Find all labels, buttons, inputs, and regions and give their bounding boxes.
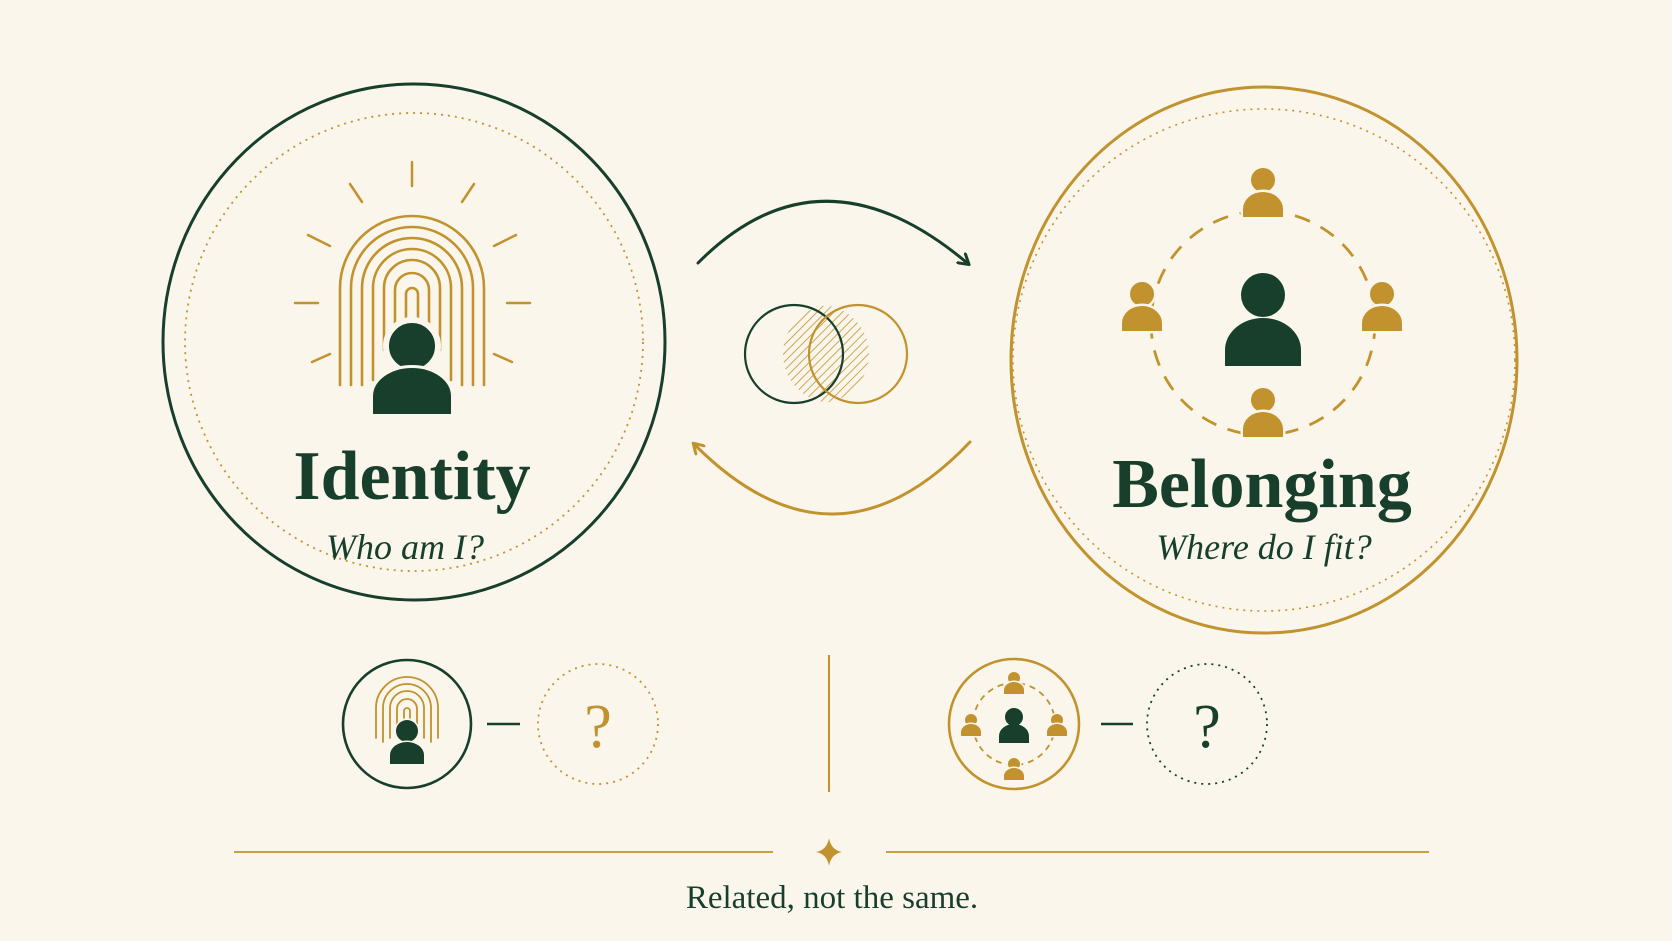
person-right-icon (1359, 279, 1405, 334)
footer-caption: Related, not the same. (686, 880, 978, 916)
identity-unknown-mark: ? (584, 693, 612, 761)
identity-title: Identity (293, 438, 530, 515)
arrow-curve-right-icon (696, 199, 966, 263)
belonging-question: Where do I fit? (1156, 527, 1372, 567)
identity-panel: Identity Who am I? (161, 82, 667, 602)
person-top-icon (1240, 165, 1286, 220)
identity-question: Who am I? (326, 527, 484, 567)
fingerprint-icon (338, 214, 486, 387)
person-network-icon (1119, 165, 1405, 440)
belonging-title: Belonging (1112, 446, 1412, 523)
mini-person-network-icon (959, 670, 1069, 782)
glow-rays-icon (293, 160, 532, 364)
identity-dotted-circle (184, 112, 644, 572)
belonging-mini-row: ? (947, 657, 1268, 791)
identity-badge (341, 658, 473, 790)
belonging-unknown-badge (1146, 663, 1268, 785)
person-icon (370, 317, 454, 417)
arrow-curve-left-icon (696, 440, 972, 516)
belonging-unknown-mark: ? (1193, 693, 1221, 761)
footer: Related, not the same. (234, 838, 1429, 916)
center-connector (696, 199, 972, 516)
sparkle-icon (816, 838, 842, 866)
belonging-panel: Belonging Where do I fit? (1009, 85, 1519, 635)
mini-fingerprint-person-icon (375, 676, 439, 766)
person-left-icon (1119, 279, 1165, 334)
belonging-badge (947, 657, 1081, 791)
fingerprint-person-icon (293, 160, 532, 417)
identity-unknown-badge (537, 663, 659, 785)
center-person-icon (1225, 273, 1301, 366)
belonging-outer-circle (1009, 85, 1519, 635)
person-bottom-icon (1240, 385, 1286, 440)
identity-mini-row: ? (341, 658, 659, 790)
identity-outer-circle (161, 82, 667, 602)
belonging-dotted-circle (1012, 108, 1516, 612)
overlapping-circles-icon (743, 303, 909, 405)
surrounding-people-icon (1119, 165, 1405, 440)
